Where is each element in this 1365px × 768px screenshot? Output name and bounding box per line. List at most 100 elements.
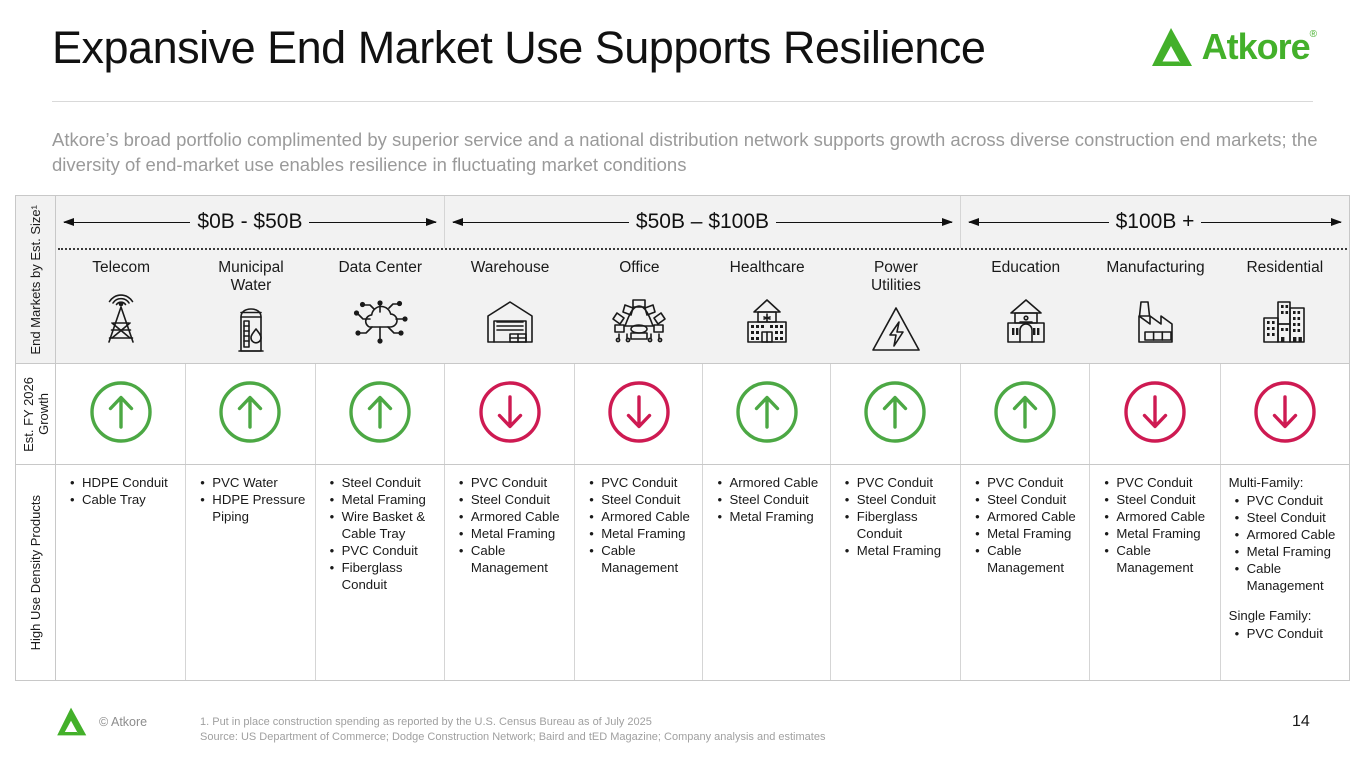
page-title: Expansive End Market Use Supports Resili… [52, 22, 986, 73]
growth-indicator-warehouse [445, 364, 576, 464]
growth-indicator-manufacturing [1090, 364, 1221, 464]
product-item: PVC Conduit [589, 474, 696, 491]
product-item: Metal Framing [589, 525, 696, 542]
title-divider [52, 101, 1313, 102]
market-name: Office [619, 259, 660, 276]
table-header-row: End Markets by Est. Size¹ $0B - $50B $50… [16, 196, 1349, 364]
band-arrow-right-icon [1201, 217, 1342, 226]
product-item: Armored Cable [717, 474, 823, 491]
product-list: HDPE ConduitCable Tray [62, 474, 179, 508]
office-table-icon [607, 277, 671, 363]
band-dotted-divider [58, 248, 1347, 250]
products-power-utilities: PVC ConduitSteel ConduitFiberglass Condu… [831, 465, 962, 680]
growth-indicator-data-center [316, 364, 445, 464]
band-arrow-left-icon [451, 217, 629, 226]
product-item: Steel Conduit [330, 474, 438, 491]
factory-icon [1125, 277, 1187, 363]
product-item: Metal Framing [975, 525, 1083, 542]
product-group-title: Single Family: [1228, 608, 1312, 623]
product-list: PVC WaterHDPE Pressure Piping [192, 474, 308, 525]
registered-trademark-icon: ® [1309, 29, 1317, 40]
market-header-row: Telecom Municipal Water Data Center [56, 250, 1349, 363]
atkore-logo: Atkore ® [1149, 26, 1317, 68]
product-item: PVC Water [200, 474, 308, 491]
growth-indicator-municipal-water [186, 364, 316, 464]
product-item: Steel Conduit [589, 491, 696, 508]
market-name: Healthcare [729, 259, 805, 276]
growth-arrow-up-icon [862, 379, 928, 450]
product-group-title: Multi-Family: [1228, 475, 1304, 490]
product-item: HDPE Conduit [70, 474, 179, 491]
product-list: PVC ConduitSteel ConduitArmored CableMet… [967, 474, 1083, 576]
growth-indicator-residential [1221, 364, 1349, 464]
product-item: Steel Conduit [717, 491, 823, 508]
footnote-2: Source: US Department of Commerce; Dodge… [200, 730, 826, 743]
market-name: Manufacturing [1106, 259, 1205, 276]
growth-arrow-up-icon [734, 379, 800, 450]
growth-arrow-up-icon [88, 379, 154, 450]
product-item: Cable Management [459, 542, 568, 576]
product-item: Cable Management [975, 542, 1083, 576]
band-arrow-right-icon [309, 217, 438, 226]
products-healthcare: Armored CableSteel ConduitMetal Framing [703, 465, 831, 680]
product-item: Armored Cable [1235, 526, 1343, 543]
growth-indicator-healthcare [703, 364, 831, 464]
band-label: $100B + [1115, 210, 1195, 233]
band-arrow-left-icon [968, 217, 1109, 226]
band-arrow-right-icon [776, 217, 954, 226]
product-item: PVC Conduit [1235, 492, 1343, 509]
atkore-triangle-icon [1151, 28, 1192, 66]
market-header-warehouse: Warehouse [445, 250, 575, 363]
growth-arrow-down-icon [606, 379, 672, 450]
product-item: Fiberglass Conduit [845, 508, 954, 542]
product-list: PVC ConduitSteel ConduitArmored CableMet… [1227, 492, 1343, 594]
product-item: Metal Framing [1104, 525, 1213, 542]
row-label-growth-text: Est. FY 2026 Growth [20, 376, 51, 452]
product-item: PVC Conduit [1104, 474, 1213, 491]
product-item: Fiberglass Conduit [330, 559, 438, 593]
footnote-1: 1. Put in place construction spending as… [200, 716, 652, 728]
products-data-center: Steel ConduitMetal FramingWire Basket & … [316, 465, 445, 680]
market-name: Warehouse [470, 259, 550, 276]
slide-footer: © Atkore 1. Put in place construction sp… [0, 700, 1365, 768]
warehouse-icon [480, 277, 540, 363]
size-band-2: $50B – $100B [445, 196, 962, 248]
row-label-market-size: End Markets by Est. Size¹ [16, 196, 56, 363]
footnotes: 1. Put in place construction spending as… [200, 715, 825, 744]
product-item: PVC Conduit [330, 542, 438, 559]
size-band-1: $0B - $50B [56, 196, 445, 248]
growth-arrow-up-icon [992, 379, 1058, 450]
telecom-tower-icon [92, 277, 150, 363]
product-list: PVC ConduitSteel ConduitArmored CableMet… [1096, 474, 1213, 576]
size-band-row: $0B - $50B $50B – $100B $100B + [56, 196, 1349, 248]
product-item: Steel Conduit [1235, 509, 1343, 526]
products-telecom: HDPE ConduitCable Tray [56, 465, 187, 680]
page-number: 14 [1292, 713, 1310, 730]
growth-indicator-power-utilities [831, 364, 962, 464]
growth-indicator-telecom [56, 364, 187, 464]
water-tower-icon [223, 295, 279, 363]
product-item: Wire Basket & Cable Tray [330, 508, 438, 542]
row-label-growth: Est. FY 2026 Growth [16, 364, 56, 464]
growth-indicator-office [575, 364, 704, 464]
slide-header: Expansive End Market Use Supports Resili… [0, 0, 1365, 110]
product-list: Steel ConduitMetal FramingWire Basket & … [322, 474, 438, 593]
products-municipal-water: PVC WaterHDPE Pressure Piping [186, 465, 316, 680]
logo-wordmark: Atkore [1201, 26, 1311, 67]
market-header-municipal-water: Municipal Water [186, 250, 315, 363]
product-item: Cable Tray [70, 491, 179, 508]
footer-atkore-triangle-icon [57, 707, 87, 736]
market-name: Residential [1246, 259, 1324, 276]
product-item: Metal Framing [845, 542, 954, 559]
market-name: Education [991, 259, 1061, 276]
buildings-icon [1256, 277, 1314, 363]
product-item: Metal Framing [459, 525, 568, 542]
product-item: Cable Management [589, 542, 696, 576]
school-icon [995, 277, 1057, 363]
growth-arrow-up-icon [347, 379, 413, 450]
product-item: Armored Cable [975, 508, 1083, 525]
product-item: Metal Framing [1235, 543, 1343, 560]
growth-row: Est. FY 2026 Growth [16, 364, 1349, 465]
product-item: HDPE Pressure Piping [200, 491, 308, 525]
product-list: Armored CableSteel ConduitMetal Framing [709, 474, 823, 525]
